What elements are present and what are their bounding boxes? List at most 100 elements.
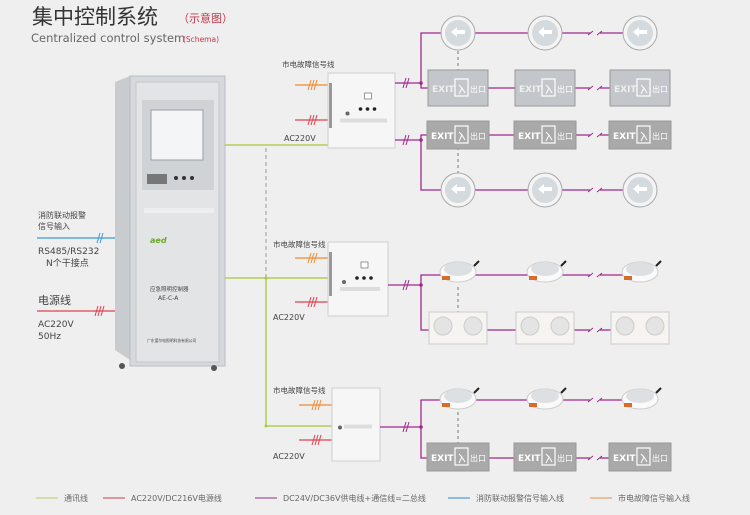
page-title: 集中控制系统 bbox=[32, 5, 158, 29]
line-break-mark bbox=[307, 296, 312, 308]
fire-line-break-mark bbox=[96, 232, 104, 244]
label-plate bbox=[340, 287, 380, 291]
exit-chinese-text: 出口 bbox=[557, 453, 573, 463]
legend-item: 通讯线 bbox=[36, 493, 88, 503]
power-input-label: 电源线 bbox=[38, 293, 71, 307]
indicator-light bbox=[365, 107, 370, 111]
line-break-mark bbox=[405, 421, 410, 433]
twin-head-emergency-light bbox=[610, 311, 670, 345]
running-man-icon bbox=[636, 125, 651, 144]
legend-item: 消防联动报警信号输入线 bbox=[448, 493, 564, 503]
fault-signal-label: 市电故障信号线 bbox=[273, 385, 326, 395]
line-break-mark bbox=[310, 252, 315, 264]
downlight bbox=[621, 260, 662, 283]
exit-text: EXIT bbox=[518, 132, 541, 142]
exit-text: EXIT bbox=[431, 454, 454, 464]
arrow-left-icon bbox=[451, 27, 465, 37]
downlight bbox=[526, 260, 567, 283]
legend-item: DC24V/DC36V供电线+通信线=二总线 bbox=[255, 493, 426, 503]
key-lock-icon bbox=[342, 280, 346, 284]
downlight bbox=[526, 387, 567, 410]
line-break-mark bbox=[313, 296, 318, 308]
fire-input-label-2: 信号输入 bbox=[38, 221, 70, 231]
controller-box-1: 市电故障信号线 AC220V bbox=[282, 59, 396, 149]
line-break-mark bbox=[313, 79, 318, 91]
legend-item: 市电故障信号输入线 bbox=[590, 493, 690, 503]
line-break-mark bbox=[314, 434, 319, 446]
running-man-icon bbox=[636, 78, 651, 97]
indicator-display bbox=[360, 261, 369, 269]
running-man-icon bbox=[541, 78, 556, 97]
bus-line-3 bbox=[388, 272, 640, 333]
line-break-mark bbox=[317, 399, 322, 411]
exit-text: EXIT bbox=[614, 85, 637, 95]
key-lock-icon bbox=[338, 425, 342, 430]
line-break-mark bbox=[311, 399, 316, 411]
cabinet-logo: aed bbox=[150, 236, 167, 245]
line-break-mark bbox=[313, 114, 318, 126]
label-plate bbox=[340, 118, 387, 123]
exit-sign: EXIT 出口 bbox=[608, 120, 672, 150]
legend-label: 消防联动报警信号输入线 bbox=[476, 493, 564, 503]
exit-text: EXIT bbox=[613, 132, 636, 142]
line-break-mark bbox=[405, 279, 410, 291]
twin-head-emergency-light bbox=[515, 311, 575, 345]
line-break-mark bbox=[307, 79, 312, 91]
downlight bbox=[439, 387, 480, 410]
page-subtitle: Centralized control system bbox=[31, 31, 185, 45]
legend-label: AC220V/DC216V电源线 bbox=[131, 493, 222, 503]
line-break-mark bbox=[402, 77, 407, 89]
round-indicator-lamp bbox=[440, 172, 476, 208]
arrow-left-icon bbox=[538, 27, 552, 37]
line-break-mark bbox=[317, 434, 322, 446]
key-lock-icon bbox=[345, 111, 350, 116]
fault-signal-label: 市电故障信号线 bbox=[273, 239, 326, 249]
cabinet-model: AE-C-A bbox=[158, 295, 179, 302]
line-break-mark bbox=[310, 79, 315, 91]
legend-label: DC24V/DC36V供电线+通信线=二总线 bbox=[283, 493, 426, 503]
legend-item: AC220V/DC216V电源线 bbox=[103, 493, 222, 503]
exit-chinese-text: 出口 bbox=[470, 453, 486, 463]
round-indicator-lamp bbox=[440, 15, 476, 51]
arrow-left-icon bbox=[633, 27, 647, 37]
indicator-light bbox=[358, 107, 363, 111]
exit-chinese-text: 出口 bbox=[652, 84, 668, 94]
exit-text: EXIT bbox=[519, 85, 542, 95]
exit-text: EXIT bbox=[432, 85, 455, 95]
bus-line-4 bbox=[380, 397, 640, 461]
downlight bbox=[439, 260, 480, 283]
running-man-icon bbox=[454, 447, 469, 466]
line-break-mark bbox=[402, 421, 407, 433]
exit-sign: EXIT 出口 bbox=[609, 69, 671, 107]
subtitle-note: (Schema) bbox=[183, 35, 219, 44]
legend-label: 市电故障信号输入线 bbox=[618, 493, 690, 503]
communication-lines bbox=[225, 144, 332, 427]
line-break-mark bbox=[310, 296, 315, 308]
running-man-icon bbox=[454, 125, 469, 144]
fire-input-label: 消防联动报警 bbox=[38, 210, 86, 220]
indicator-light bbox=[355, 276, 359, 280]
exit-chinese-text: 出口 bbox=[652, 131, 668, 141]
downlight bbox=[621, 387, 662, 410]
power-spec: AC220V bbox=[38, 320, 74, 330]
round-indicator-lamp bbox=[622, 172, 658, 208]
round-indicator-lamp bbox=[527, 172, 563, 208]
power-line-break-mark bbox=[94, 305, 105, 317]
exit-chinese-text: 出口 bbox=[652, 453, 668, 463]
line-break-mark bbox=[311, 434, 316, 446]
round-indicator-lamp bbox=[622, 15, 658, 51]
control-cabinet: aed 应急照明控制器 AE-C-A 广东爱尔电照明科技有限公司 bbox=[115, 75, 226, 371]
vent-grille bbox=[329, 83, 332, 128]
ac220v-label: AC220V bbox=[284, 134, 316, 143]
fault-signal-label: 市电故障信号线 bbox=[282, 59, 335, 69]
legend-label: 通讯线 bbox=[64, 493, 88, 503]
fire-input-spec: RS485/RS232 bbox=[38, 247, 99, 257]
indicator-light bbox=[372, 107, 377, 111]
label-plate bbox=[344, 424, 372, 429]
